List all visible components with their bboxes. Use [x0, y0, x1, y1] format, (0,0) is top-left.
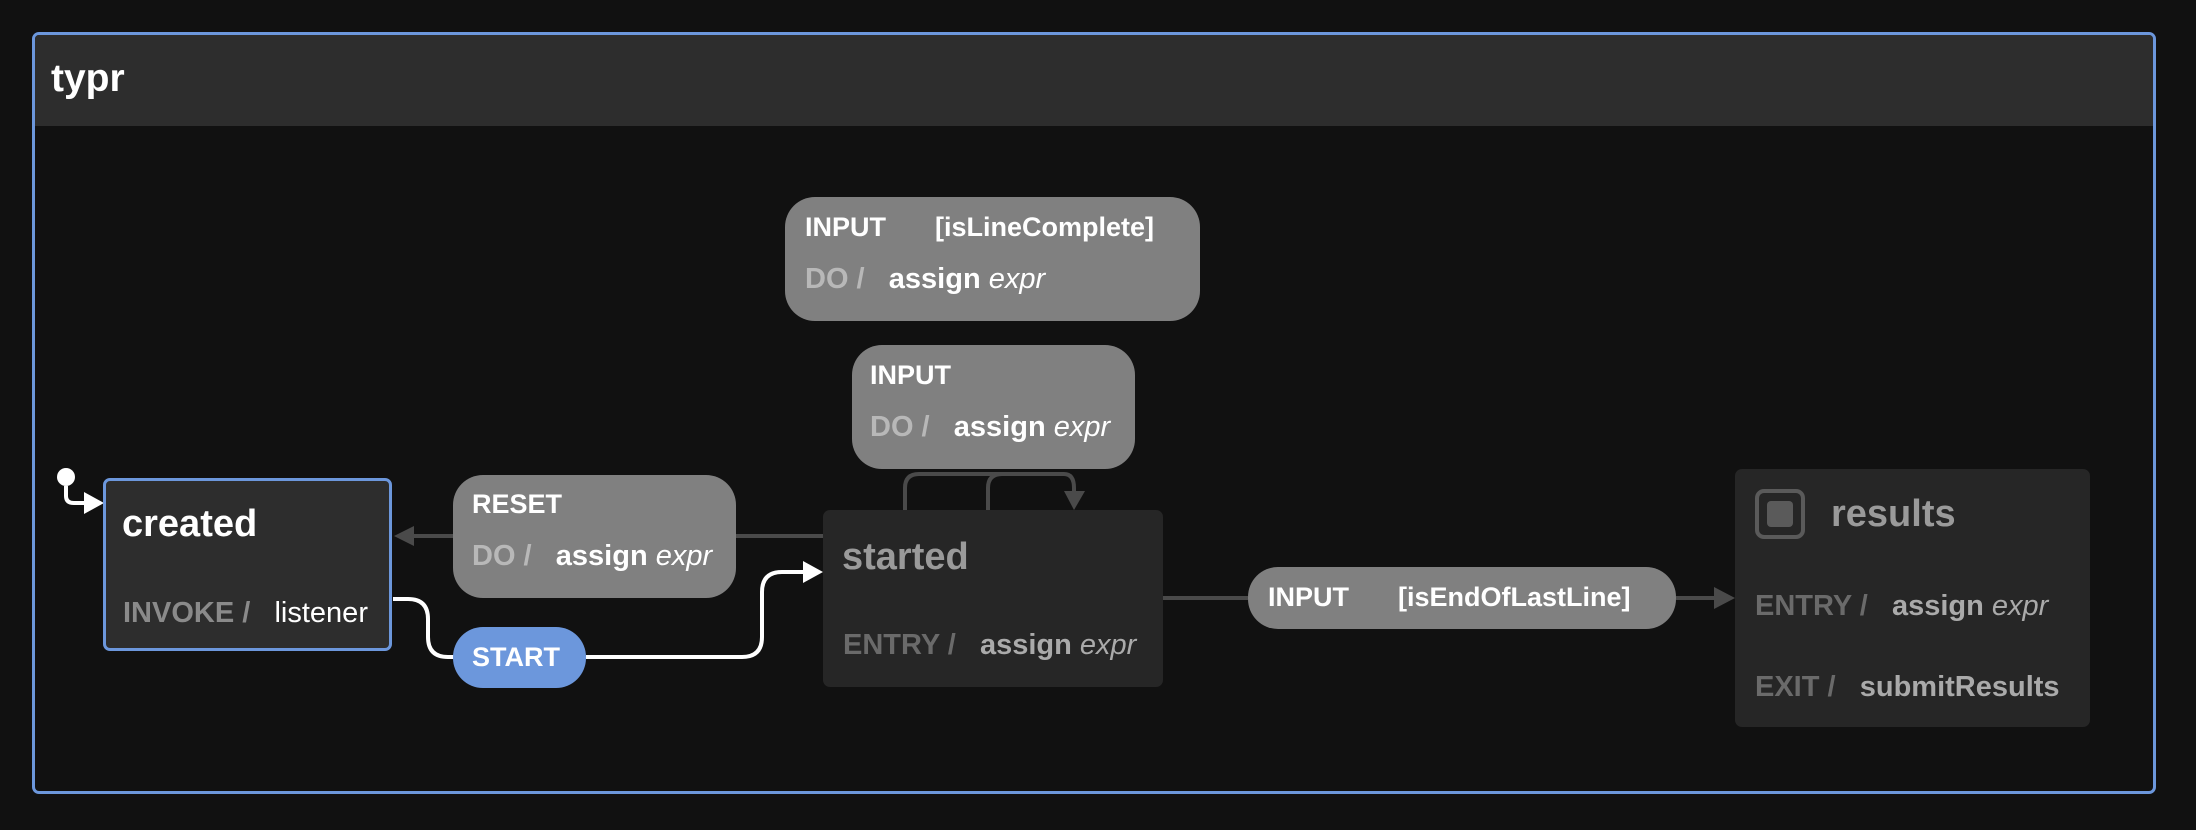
do-label: DO /: [870, 411, 930, 443]
initial-state-dot: [57, 468, 75, 486]
reset-arrowhead: [394, 526, 414, 546]
state-created[interactable]: created INVOKE / listener: [103, 478, 392, 651]
invoke-value: listener: [274, 597, 368, 629]
self-loop-outer: [903, 472, 1076, 510]
event-input-label: INPUT: [805, 212, 886, 242]
machine-header: typr: [35, 35, 2153, 126]
do-label: DO /: [805, 263, 865, 295]
initial-arrowhead: [84, 492, 104, 514]
invoke-label: INVOKE /: [123, 597, 251, 629]
state-results-exit: EXIT / submitResults: [1755, 671, 2060, 704]
input-line-complete-do: DO / assign expr: [805, 263, 1045, 296]
reset-do: DO / assign expr: [472, 540, 712, 573]
transition-input-end[interactable]: INPUT [isEndOfLastLine]: [1248, 567, 1676, 629]
entry-action: assign: [979, 629, 1072, 661]
guard-is-end-of-last-line: [isEndOfLastLine]: [1398, 582, 1631, 612]
event-input-label: INPUT: [1268, 582, 1349, 612]
state-results[interactable]: results ENTRY / assign expr EXIT / submi…: [1735, 469, 2090, 727]
state-created-title: created: [122, 503, 258, 545]
entry-arg: expr: [1079, 629, 1137, 661]
end-arrowhead: [1714, 587, 1735, 609]
machine-title: typr: [51, 57, 125, 100]
guard-is-line-complete: [isLineComplete]: [935, 212, 1155, 242]
results-entry-label: ENTRY /: [1755, 590, 1868, 622]
do-arg: expr: [988, 263, 1046, 295]
transition-reset[interactable]: RESET DO / assign expr: [453, 475, 736, 598]
transition-input-line-complete[interactable]: INPUT [isLineComplete] DO / assign expr: [785, 197, 1200, 321]
self-loop-inner: [986, 472, 1064, 510]
results-entry-action: assign: [1891, 590, 1984, 622]
results-exit-label: EXIT /: [1755, 671, 1836, 703]
results-entry-arg: expr: [1991, 590, 2049, 622]
initial-edge: [64, 486, 86, 505]
do-arg: expr: [655, 540, 713, 572]
final-state-icon: [1755, 489, 1805, 539]
state-started-title: started: [842, 536, 969, 578]
start-edge-right: [586, 570, 806, 659]
state-created-invoke: INVOKE / listener: [123, 597, 368, 630]
results-exit-action: submitResults: [1859, 671, 2060, 703]
transition-input-self[interactable]: INPUT DO / assign expr: [852, 345, 1135, 469]
do-action: assign: [555, 540, 648, 572]
transition-start[interactable]: START: [453, 627, 586, 688]
input-self-do: DO / assign expr: [870, 411, 1110, 444]
entry-label: ENTRY /: [843, 629, 956, 661]
event-input-label: INPUT: [870, 360, 951, 390]
state-started-entry: ENTRY / assign expr: [843, 629, 1136, 662]
do-arg: expr: [1053, 411, 1111, 443]
do-action: assign: [953, 411, 1046, 443]
event-reset-label: RESET: [472, 489, 563, 519]
state-started[interactable]: started ENTRY / assign expr: [823, 510, 1163, 687]
do-label: DO /: [472, 540, 532, 572]
self-loop-arrowhead: [1064, 491, 1085, 510]
start-edge-left: [393, 597, 456, 659]
state-results-entry: ENTRY / assign expr: [1755, 590, 2048, 623]
do-action: assign: [888, 263, 981, 295]
state-results-title: results: [1831, 493, 1956, 535]
start-arrowhead: [803, 561, 823, 583]
event-start-label: START: [472, 642, 560, 672]
